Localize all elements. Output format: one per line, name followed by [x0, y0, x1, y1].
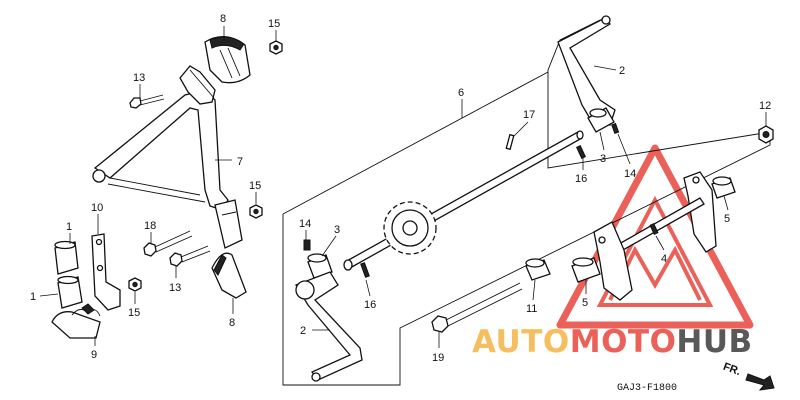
label-16-top: 16: [575, 173, 587, 185]
label-8-low: 8: [229, 317, 235, 329]
label-2-low: 2: [300, 325, 306, 337]
part-16-pin-top: [575, 145, 587, 159]
part-10-plate: [91, 233, 121, 311]
part-15-nut-low: [128, 277, 142, 292]
watermark-text-hub: HUB: [676, 324, 752, 360]
label-15-mid: 15: [249, 180, 261, 192]
label-15-top: 15: [268, 18, 280, 30]
label-11: 11: [526, 303, 537, 315]
label-14-top: 14: [624, 168, 636, 180]
part-19-bolt: [431, 282, 523, 333]
part-7-lever: [92, 65, 229, 211]
part-11-collar: [525, 258, 551, 281]
part-6-shaft: [343, 130, 584, 271]
part-16-pin-low: [360, 262, 370, 278]
part-9-clip: [51, 303, 101, 339]
part-5-collar-low: [571, 257, 601, 283]
part-13-bolt-top: [129, 94, 165, 109]
part-1-collar-lower: [57, 275, 83, 309]
label-10: 10: [91, 202, 103, 214]
part-7-bracket: [214, 199, 243, 249]
part-link-plate-right: [683, 171, 717, 253]
label-16-low: 16: [364, 299, 376, 311]
label-1-lower: 1: [30, 291, 36, 303]
part-15-nut-mid: [249, 204, 263, 219]
label-6: 6: [458, 87, 464, 99]
part-labels: 8 15 13 7 15 10 1 1 18 13 15 8 9 6 17 2 …: [30, 13, 771, 364]
part-1-collar-upper: [54, 240, 79, 275]
part-18-bolt: [143, 230, 193, 257]
part-15-nut-top: [269, 40, 283, 55]
watermark-triangle-outer: [556, 144, 754, 329]
label-5-right: 5: [724, 213, 730, 225]
part-8-top: [204, 36, 251, 84]
arrow-right-icon: [745, 373, 775, 391]
watermark-triangle-inner: [596, 195, 714, 307]
label-3-left: 3: [334, 224, 340, 236]
label-2-top: 2: [619, 65, 625, 77]
svg-text:AUTOMOTOHUB: AUTOMOTOHUB: [472, 324, 753, 360]
part-8-lower: [211, 252, 247, 299]
part-17-pin: [505, 133, 515, 151]
watermark-text: AUTOMOTOHUB: [472, 324, 753, 360]
part-2-arm-low: [295, 271, 363, 382]
label-17: 17: [523, 109, 535, 121]
assembly-boundary-left: [282, 71, 549, 215]
part-5-collar-right: [711, 176, 736, 199]
label-14-left: 14: [299, 218, 311, 230]
part-2-arm-top: [557, 15, 616, 126]
watermark-text-auto: AUTO: [472, 324, 570, 360]
label-13-top: 13: [133, 72, 145, 84]
diagram-code: GAJ3-F1800: [617, 383, 677, 394]
part-6-sprocket: [383, 201, 437, 255]
label-1-upper: 1: [66, 221, 72, 233]
label-12: 12: [759, 100, 771, 112]
label-7: 7: [237, 156, 243, 168]
part-link-plate-left: [593, 221, 633, 301]
label-9: 9: [91, 349, 97, 361]
watermark-text-moto: MOTO: [570, 324, 677, 360]
part-14-pin-top: [611, 122, 620, 135]
label-13-low: 13: [169, 282, 181, 294]
label-15-low: 15: [128, 307, 140, 319]
part-12-nut: [758, 125, 774, 144]
label-4: 4: [661, 253, 667, 265]
watermark-logo: [556, 144, 754, 329]
direction-label: FR.: [721, 361, 742, 378]
label-18: 18: [144, 220, 156, 232]
label-3-top: 3: [600, 153, 606, 165]
label-5-low: 5: [582, 297, 588, 309]
leader-lines: [39, 26, 767, 348]
label-8-top: 8: [220, 13, 226, 25]
front-direction-arrow: FR.: [721, 361, 775, 391]
part-3-collar-top: [587, 107, 615, 133]
part-3-collar-left: [307, 253, 333, 279]
part-14-pin-left: [303, 239, 311, 251]
part-13-bolt-low: [169, 245, 211, 267]
label-19: 19: [432, 352, 444, 364]
